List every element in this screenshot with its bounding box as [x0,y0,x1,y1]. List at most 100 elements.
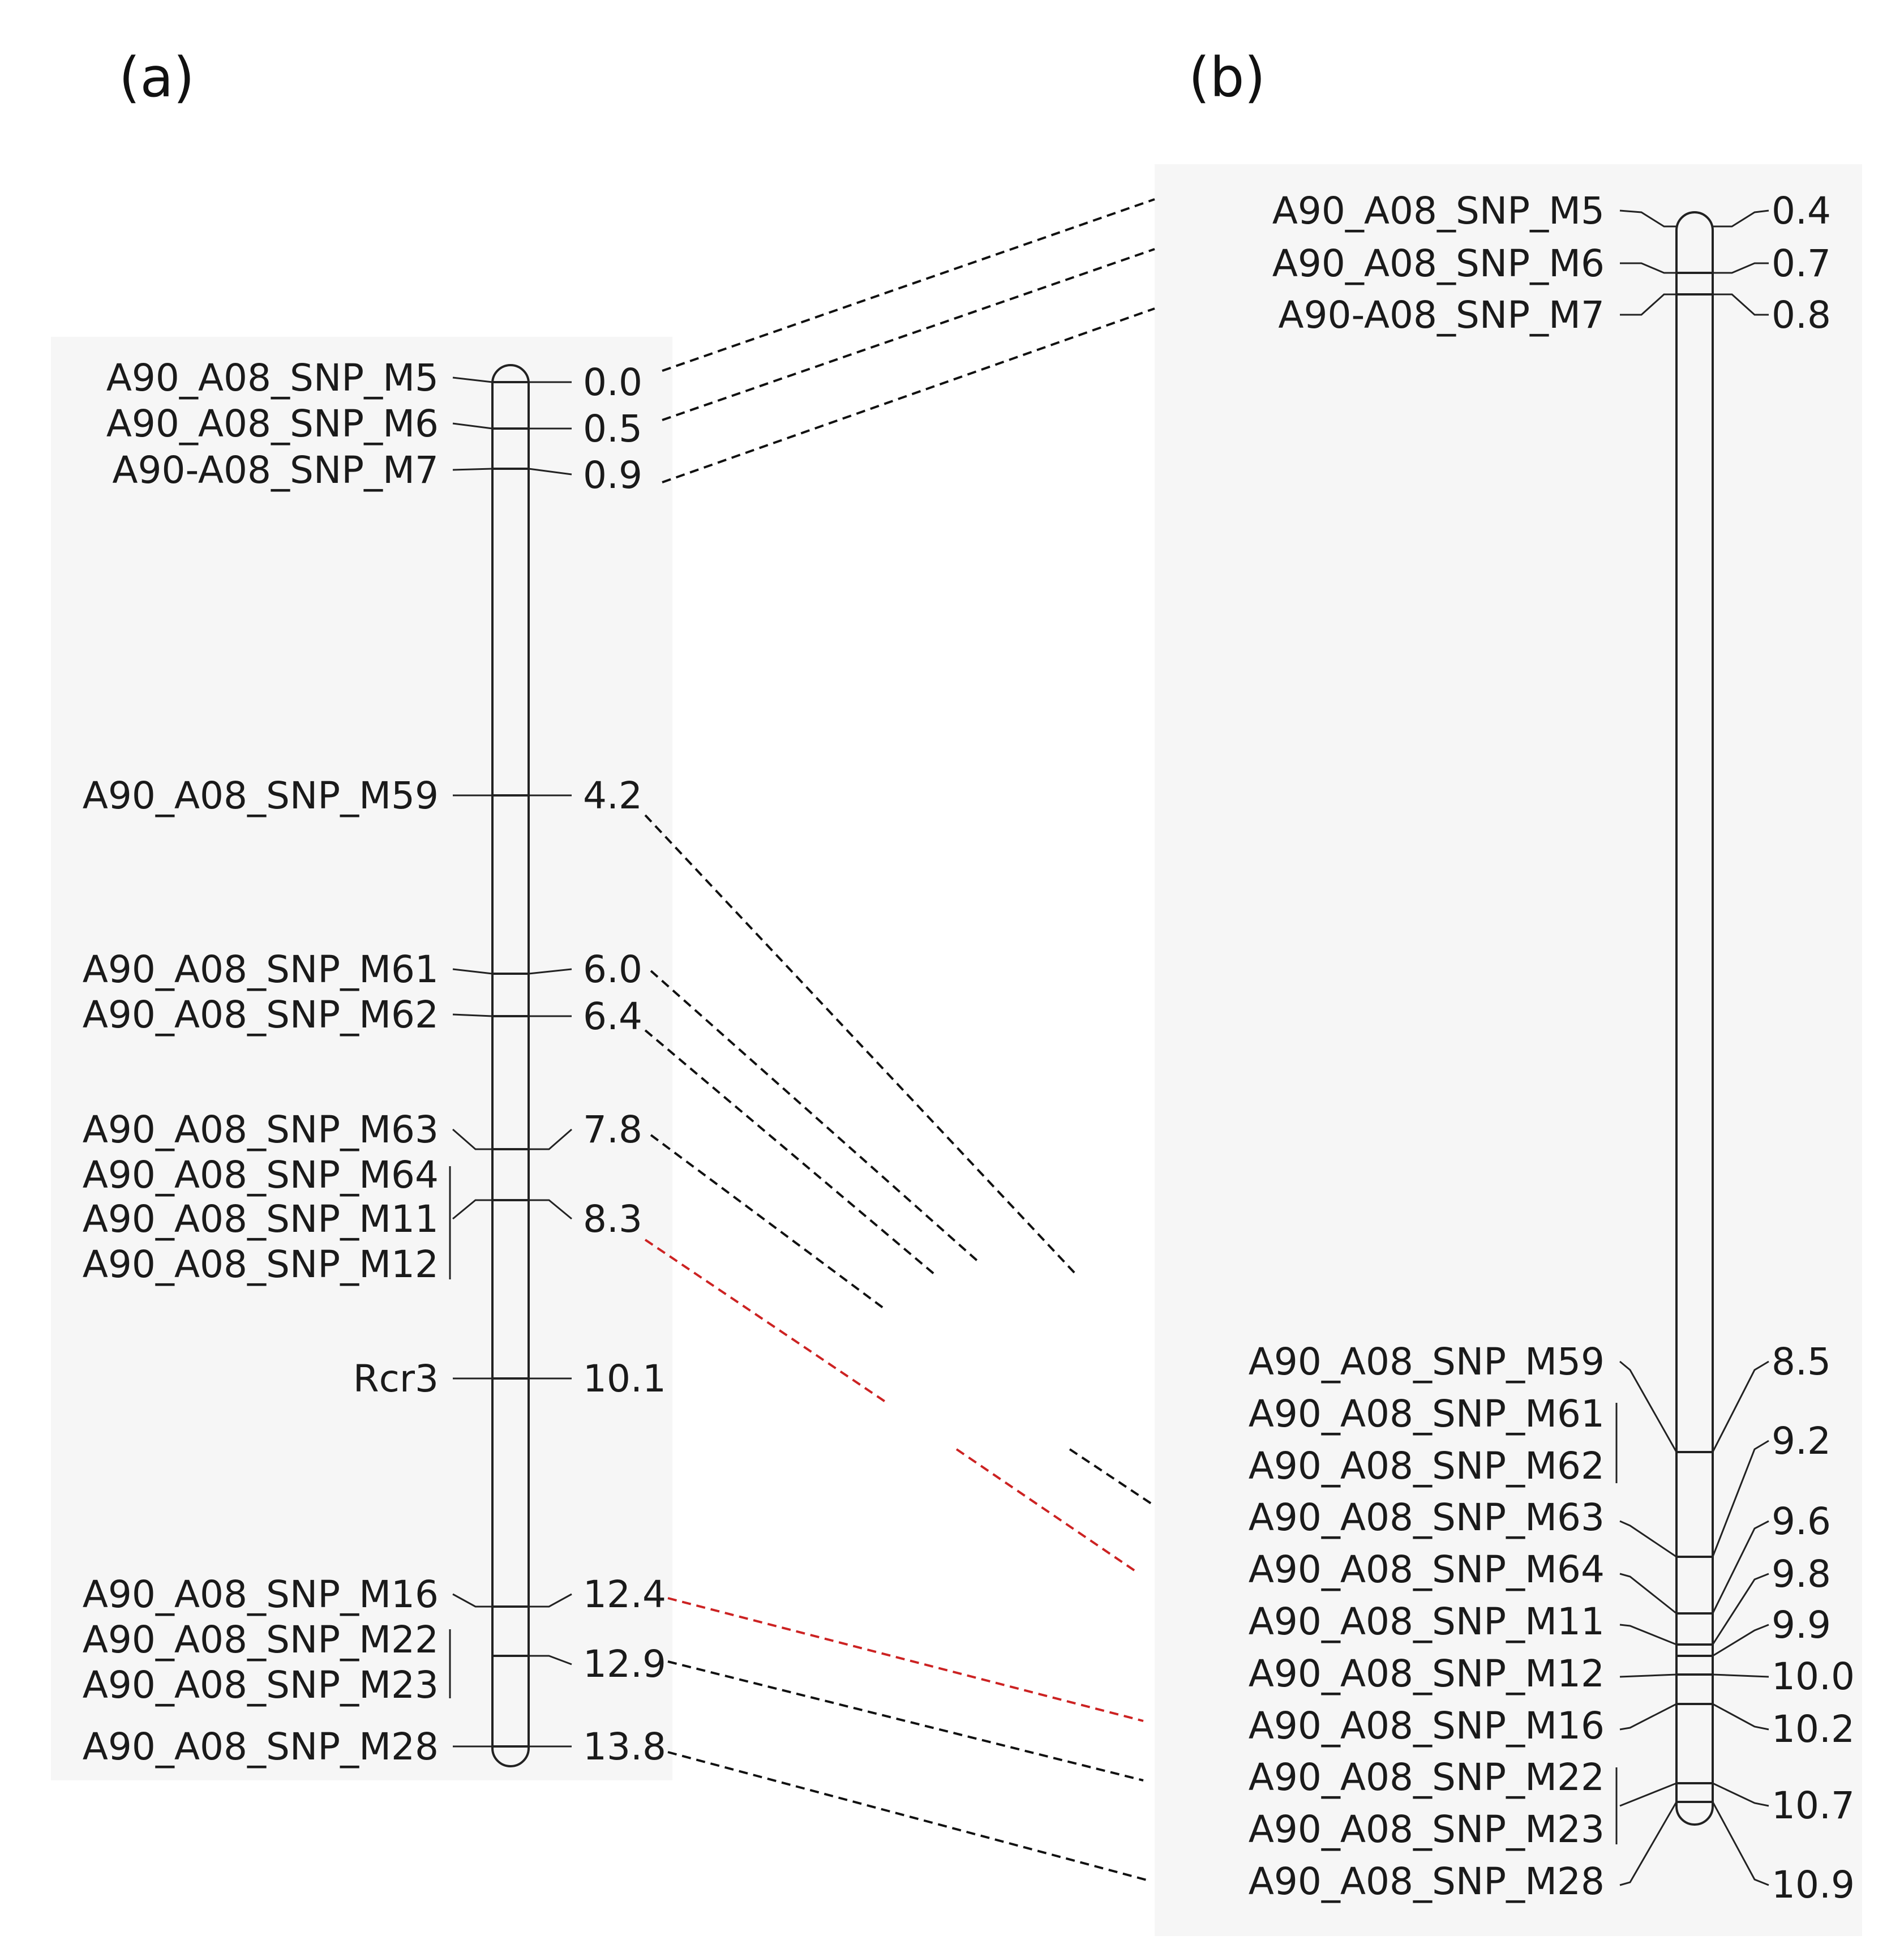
position-label: 0.0 [583,361,642,404]
marker-label: A90_A08_SNP_M22 [1249,1755,1605,1799]
leader-line [452,968,493,975]
marker-label: A90_A08_SNP_M63 [83,1108,439,1151]
position-label: 9.8 [1772,1552,1831,1596]
leader-line [1712,1440,1769,1557]
leader-line [1620,262,1676,274]
position-labels-b: 0.4 0.7 0.8 8.5 9.2 9.6 9.8 9.9 10.0 10.… [1772,189,1855,1907]
marker-label: A90_A08_SNP_M16 [83,1573,439,1616]
leader-line [1712,1573,1769,1645]
connector-m63-end [1069,1448,1156,1507]
leader-line [528,968,572,975]
position-label: 12.4 [583,1573,666,1616]
marker-label: A90_A08_SNP_M6 [1272,242,1605,285]
position-label: 10.9 [1772,1863,1855,1907]
marker-label: A90_A08_SNP_M12 [83,1243,439,1286]
position-label: 6.4 [583,995,642,1038]
position-label: 4.2 [583,774,642,817]
position-label: 8.3 [583,1197,642,1241]
leader-line [452,1128,492,1150]
leader-line [1713,209,1769,228]
marker-label: A90_A08_SNP_M12 [1249,1652,1605,1695]
position-label: 0.4 [1772,189,1831,233]
position-label: 8.5 [1772,1340,1831,1384]
marker-labels-b: A90_A08_SNP_M5 A90_A08_SNP_M6 A90-A08_SN… [1249,189,1605,1903]
position-labels-a: 0.0 0.5 0.9 4.2 6.0 6.4 7.8 8.3 10.1 12.… [583,361,666,1769]
leader-line [1712,1782,1769,1807]
connector-m16 [667,1597,1144,1722]
leader-line [528,468,572,476]
marker-label: A90_A08_SNP_M5 [1272,189,1605,233]
position-label: 0.9 [583,453,642,497]
marker-label: A90_A08_SNP_M62 [83,993,439,1037]
marker-label: A90_A08_SNP_M28 [83,1725,439,1769]
leaders-a-right [528,381,572,1748]
leader-line [1712,1673,1769,1678]
marker-label: A90_A08_SNP_M23 [83,1663,439,1707]
marker-label: A90_A08_SNP_M11 [83,1197,439,1241]
connector-m61 [650,970,980,1264]
panel-b-background [1155,164,1862,1936]
connectors [644,198,1156,1882]
leader-line [1712,1801,1769,1886]
marker-label: A90_A08_SNP_M22 [83,1618,439,1662]
connector-m7 [662,307,1155,483]
position-label: 0.8 [1772,293,1831,337]
marker-label: A90-A08_SNP_M7 [1278,293,1605,337]
chromosome-a [491,364,530,1767]
leader-line [452,1013,493,1017]
connector-m5 [662,198,1155,372]
leader-line [452,422,493,430]
chromosome-b [1675,211,1714,1826]
position-label: 0.7 [1772,242,1831,285]
marker-label: A90_A08_SNP_M23 [1249,1808,1605,1851]
marker-label: A90_A08_SNP_M16 [1249,1704,1605,1748]
position-label: 10.0 [1772,1655,1855,1698]
leader-line [1620,293,1676,316]
connector-m59 [644,814,1077,1275]
leader-line [529,1199,572,1220]
leader-line [1619,1624,1677,1646]
leader-line [452,1199,492,1220]
leader-line [529,1593,572,1608]
leader-line [1619,1520,1677,1558]
connector-m22 [667,1660,1144,1782]
position-label: 0.5 [583,407,642,451]
position-label: 6.0 [583,948,642,991]
connector-m28 [667,1751,1150,1882]
marker-label: A90_A08_SNP_M64 [83,1153,439,1197]
position-label: 7.8 [583,1108,642,1151]
chromosome-b-bar [1675,211,1714,1826]
leader-line [1619,209,1676,228]
leader-line [1619,1782,1677,1807]
leader-line [1713,262,1769,274]
panel-a-title: (a) [119,46,195,109]
leader-line [1712,1624,1769,1657]
marker-label: A90_A08_SNP_M61 [83,948,439,991]
leader-line [1619,1673,1677,1678]
leader-line [1619,1801,1678,1886]
leaders-b-left [1615,209,1678,1886]
connector-m64-end [955,1448,1139,1574]
position-label: 9.6 [1772,1500,1831,1543]
connector-m64 [644,1239,890,1405]
leaders-a-left [449,376,493,1748]
marker-label: A90_A08_SNP_M62 [1249,1444,1605,1488]
position-label: 10.1 [583,1357,666,1401]
position-label: 10.2 [1772,1707,1855,1751]
marker-label: Rcr3 [353,1357,439,1401]
connector-m62 [644,1029,935,1275]
marker-label: A90_A08_SNP_M59 [1249,1340,1605,1384]
panel-b-title: (b) [1189,46,1266,109]
leader-line [1619,1573,1677,1615]
panel-a-background [51,337,672,1780]
leader-line [1712,1360,1769,1453]
marker-labels-a: A90_A08_SNP_M5 A90_A08_SNP_M6 A90-A08_SN… [83,356,439,1769]
leader-line [529,1128,572,1150]
leader-line [1619,1360,1678,1453]
marker-label: A90_A08_SNP_M59 [83,774,439,817]
position-label: 9.2 [1772,1419,1831,1463]
marker-label: A90_A08_SNP_M6 [106,402,439,446]
connector-m63 [650,1134,884,1309]
leader-line [1713,293,1769,316]
leaders-b-right [1712,209,1769,1886]
